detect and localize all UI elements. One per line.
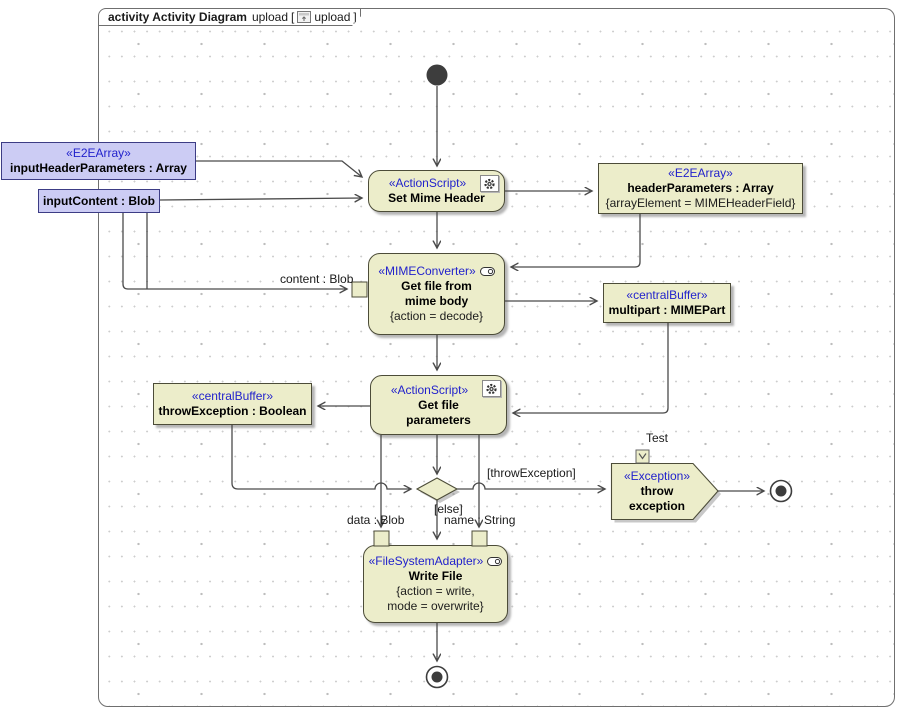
node-constraint: {action = decode}: [389, 309, 484, 323]
activity-frame: [98, 8, 895, 707]
node-name: inputContent : Blob: [43, 193, 155, 208]
gear-icon: [480, 175, 499, 192]
node-constraint: {action = write, mode = overwrite}: [387, 584, 484, 613]
component-icon: [479, 267, 495, 276]
object-node-header-parameters[interactable]: «E2EArray» headerParameters : Array {arr…: [598, 163, 803, 214]
action-write-file[interactable]: «FileSystemAdapter» Write File {action =…: [363, 545, 508, 623]
central-buffer-throw-exception[interactable]: «centralBuffer» throwException : Boolean: [153, 383, 312, 425]
diagram-icon: [297, 11, 311, 23]
diagram-frame-tab[interactable]: activity Activity Diagram upload [ uploa…: [98, 8, 361, 26]
frame-keyword: activity Activity Diagram: [108, 10, 247, 24]
stereotype-label: «ActionScript»: [388, 176, 467, 190]
stereotype-label: «E2EArray»: [66, 146, 131, 160]
edge-label-guard-throw: [throwException]: [487, 466, 576, 480]
edge-label-content: content : Blob: [280, 272, 354, 286]
node-name: headerParameters : Array: [627, 181, 774, 195]
signal-throw-exception-text: «Exception» throw exception: [613, 466, 701, 516]
test-annotation-label: Test: [646, 431, 669, 445]
edge-label-name: name : String: [444, 513, 516, 527]
frame-name: upload: [251, 10, 288, 24]
node-name: Set Mime Header: [388, 191, 485, 205]
edge-label-data: data : Blob: [347, 513, 405, 527]
node-name: Write File: [408, 569, 463, 583]
object-node-input-header-parameters[interactable]: «E2EArray» inputHeaderParameters : Array: [1, 142, 196, 180]
central-buffer-multipart[interactable]: «centralBuffer» multipart : MIMEPart: [603, 283, 731, 323]
frame-close-bracket: ]: [353, 10, 357, 24]
node-name: throwException : Boolean: [158, 404, 307, 418]
object-node-input-content[interactable]: inputContent : Blob: [38, 189, 160, 213]
stereotype-label: «centralBuffer»: [626, 288, 708, 302]
action-set-mime-header[interactable]: «ActionScript» Set Mime Header: [368, 170, 505, 212]
node-name: Get file parameters: [406, 397, 471, 427]
node-constraint: {arrayElement = MIMEHeaderField}: [605, 196, 796, 210]
node-name: Get file from mime body: [401, 279, 472, 308]
stereotype-label: «E2EArray»: [668, 166, 733, 180]
node-name: inputHeaderParameters : Array: [10, 161, 187, 175]
edge-label-guard-else: [else]: [434, 502, 463, 516]
node-name: multipart : MIMEPart: [608, 303, 726, 317]
component-icon: [487, 557, 503, 566]
stereotype-label: «centralBuffer»: [191, 389, 274, 403]
stereotype-label: «ActionScript»: [390, 382, 469, 397]
node-name: throw exception: [628, 483, 685, 513]
gear-icon: [482, 380, 501, 397]
action-get-file-from-mime-body[interactable]: «MIMEConverter» Get file from mime body …: [368, 253, 505, 335]
stereotype-label: «FileSystemAdapter»: [368, 554, 484, 568]
action-get-file-parameters[interactable]: «ActionScript» Get file parameters: [370, 375, 507, 435]
frame-open-bracket: [: [291, 10, 295, 24]
stereotype-label: «Exception»: [623, 468, 691, 483]
stereotype-label: «MIMEConverter»: [378, 264, 476, 278]
frame-ref-name: upload: [314, 10, 351, 24]
